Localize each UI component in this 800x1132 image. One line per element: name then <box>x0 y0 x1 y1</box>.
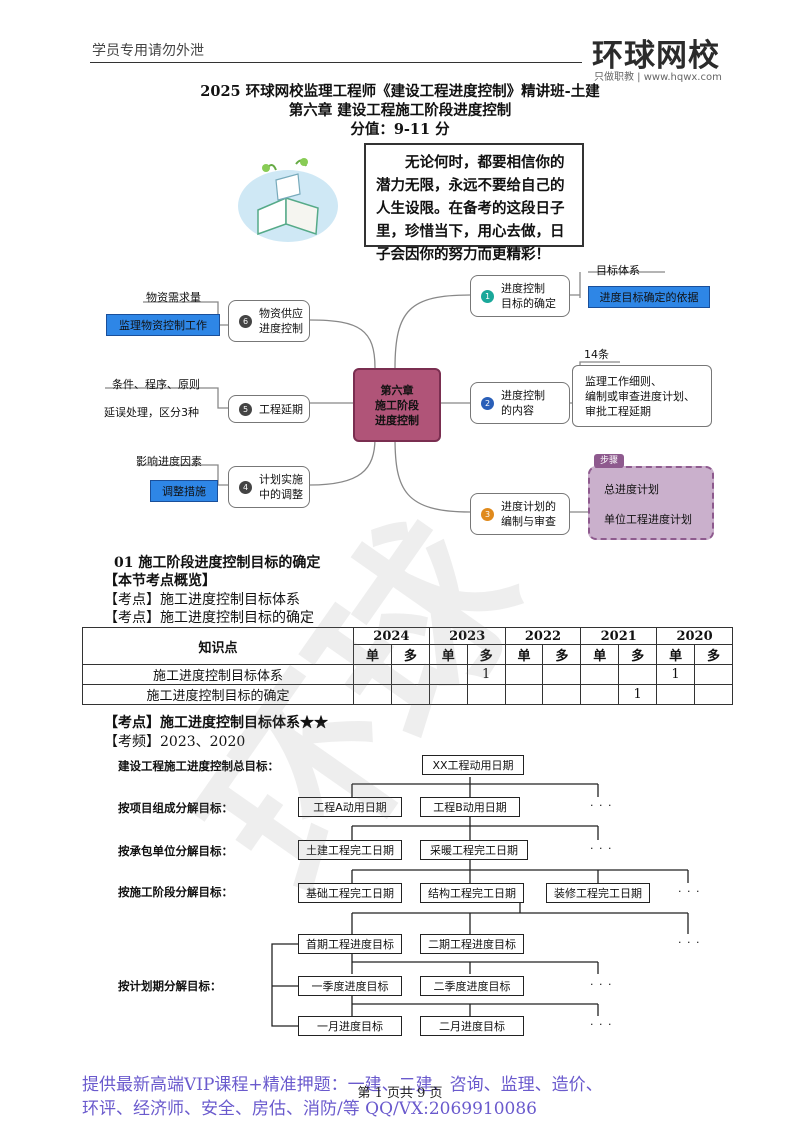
number-badge-icon: 3 <box>481 508 494 521</box>
kaodian-title: 【考点】施工进度控制目标体系★★ <box>104 712 328 732</box>
point-1: 【考点】施工进度控制目标体系 <box>104 589 300 609</box>
number-badge-icon: 5 <box>239 403 252 416</box>
leaf-work-list: 监理工作细则、编制或审查进度计划、审批工程延期 <box>572 365 712 427</box>
leaf-14-items: 14条 <box>584 346 609 362</box>
steps-group <box>588 466 714 540</box>
flow-box: 工程A动用日期 <box>298 797 402 817</box>
year-header: 2022 <box>505 628 581 645</box>
node-plan-compile-review: 3 进度计划的编制与审查 <box>470 493 570 535</box>
flow-box: 装修工程完工日期 <box>546 883 650 903</box>
table-row: 施工进度控制目标的确定 1 <box>83 685 733 705</box>
node-material-supply: 6 物资供应进度控制 <box>228 300 310 342</box>
flow-box: 结构工程完工日期 <box>420 883 524 903</box>
flow-ellipsis: · · · <box>590 1018 612 1031</box>
flow-box: 首期工程进度目标 <box>298 934 402 954</box>
flow-ellipsis: · · · <box>590 799 612 812</box>
flow-ellipsis: · · · <box>678 885 700 898</box>
node-control-content: 2 进度控制的内容 <box>470 382 570 424</box>
year-header: 2020 <box>657 628 733 645</box>
flow-box: 采暖工程完工日期 <box>420 840 528 860</box>
node-target-determination: 1 进度控制目标的确定 <box>470 275 570 317</box>
leaf-material-control: 监理物资控制工作 <box>106 314 220 336</box>
motivational-quote: 无论何时，都要相信你的潜力无限，永远不要给自己的人生设限。在备考的这段日子里，珍… <box>364 143 584 247</box>
header-divider <box>90 62 582 63</box>
leaf-influence-factors: 影响进度因素 <box>136 453 202 469</box>
leaf-delay-handling: 延误处理，区分3种 <box>104 404 199 420</box>
exam-frequency-table: 知识点 2024 2023 2022 2021 2020 单多 单多 单多 单多… <box>82 627 733 705</box>
doc-title: 2025 环球网校监理工程师《建设工程进度控制》精讲班-土建 <box>0 80 800 101</box>
books-illustration-icon <box>236 150 340 246</box>
flow-ellipsis: · · · <box>678 936 700 949</box>
mindmap-center: 第六章施工阶段进度控制 <box>353 368 441 442</box>
number-badge-icon: 6 <box>239 315 252 328</box>
overview-heading: 【本节考点概览】 <box>104 570 216 590</box>
flow-box: 基础工程完工日期 <box>298 883 402 903</box>
flow-box: 土建工程完工日期 <box>298 840 402 860</box>
point-2: 【考点】施工进度控制目标的确定 <box>104 607 314 627</box>
flow-box: 一月进度目标 <box>298 1016 402 1036</box>
flow-ellipsis: · · · <box>590 978 612 991</box>
leaf-material-demand: 物资需求量 <box>146 289 201 305</box>
leaf-adjust-measures: 调整措施 <box>150 480 218 502</box>
node-extension: 5 工程延期 <box>228 395 310 423</box>
flow-box: 二季度进度目标 <box>420 976 524 996</box>
year-header: 2023 <box>429 628 505 645</box>
leaf-target-system: 目标体系 <box>596 262 640 278</box>
number-badge-icon: 2 <box>481 397 494 410</box>
node-plan-adjustment: 4 计划实施中的调整 <box>228 466 310 508</box>
section-heading: 01 施工阶段进度控制目标的确定 <box>114 552 320 572</box>
flow-box: 二月进度目标 <box>420 1016 524 1036</box>
year-header: 2021 <box>581 628 657 645</box>
flow-ellipsis: · · · <box>590 842 612 855</box>
flow-box: 二期工程进度目标 <box>420 934 524 954</box>
number-badge-icon: 1 <box>481 290 494 303</box>
leaf-unit-schedule: 单位工程进度计划 <box>604 511 692 527</box>
header-notice: 学员专用请勿外泄 <box>92 40 204 60</box>
chapter-title: 第六章 建设工程施工阶段进度控制 <box>0 99 800 120</box>
number-badge-icon: 4 <box>239 481 252 494</box>
flow-box: 工程B动用日期 <box>420 797 520 817</box>
leaf-master-schedule: 总进度计划 <box>604 481 659 497</box>
steps-tag: 步骤 <box>594 454 624 468</box>
score-line: 分值：9-11 分 <box>0 118 800 139</box>
kp-header: 知识点 <box>83 628 354 665</box>
leaf-conditions: 条件、程序、原则 <box>112 376 200 392</box>
flow-box: 一季度进度目标 <box>298 976 402 996</box>
year-header: 2024 <box>354 628 430 645</box>
kaodian-frequency: 【考频】2023、2020 <box>104 731 245 751</box>
leaf-target-basis: 进度目标确定的依据 <box>588 286 710 308</box>
table-row: 施工进度控制目标体系 1 1 <box>83 665 733 685</box>
flow-box-top: XX工程动用日期 <box>422 755 524 775</box>
page-number: 第 1 页共 9 页 <box>0 1082 800 1101</box>
